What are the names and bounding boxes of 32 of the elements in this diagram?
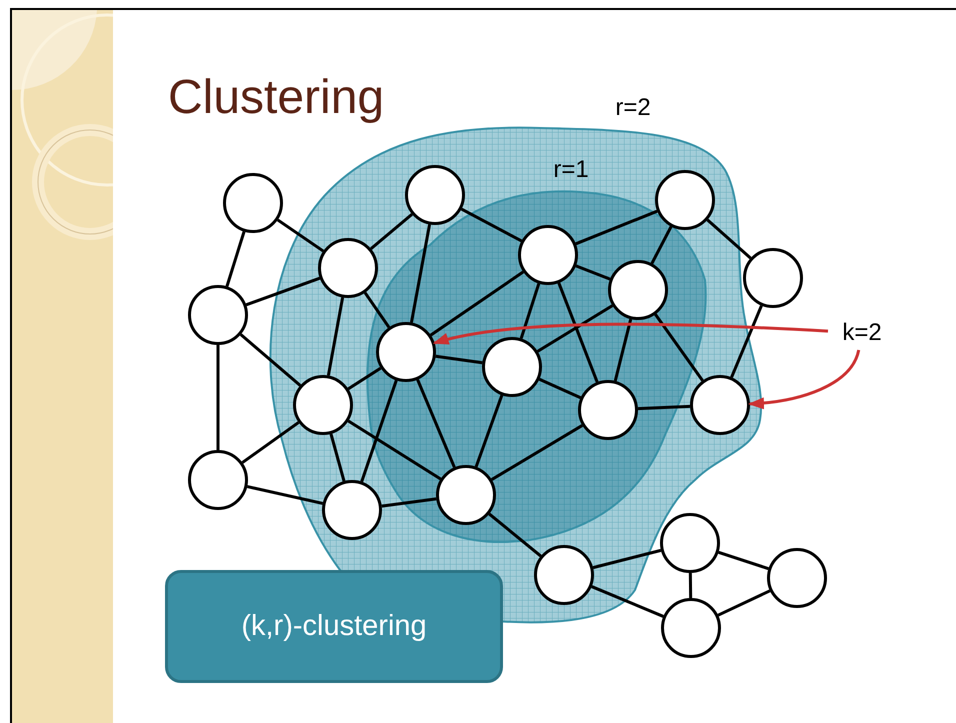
connector-line xyxy=(242,421,300,464)
annotation-label: k=2 xyxy=(828,316,896,350)
connector-line xyxy=(490,424,584,481)
connector-line xyxy=(536,304,614,353)
curved-arrow xyxy=(748,350,860,409)
connector-line xyxy=(360,380,398,482)
connector-line xyxy=(520,283,540,339)
connector-line xyxy=(460,208,522,242)
connector-line xyxy=(688,572,692,598)
connector-line xyxy=(718,550,769,570)
connector-line xyxy=(246,485,324,505)
connector-line xyxy=(430,270,524,336)
connector-line xyxy=(226,231,246,287)
connector-line xyxy=(348,420,442,480)
connector-line xyxy=(216,345,220,450)
connector-line xyxy=(474,394,504,468)
connector-line xyxy=(654,314,704,382)
connector-line xyxy=(638,404,690,410)
connector-line xyxy=(488,512,542,558)
curved-arrow xyxy=(432,322,828,346)
connector-line xyxy=(382,497,436,508)
term-callout: (k,r)-clustering xyxy=(165,570,503,683)
connector-line xyxy=(330,434,346,482)
radius-label: r=1 xyxy=(553,158,589,182)
connector-line xyxy=(410,224,432,323)
connector-line xyxy=(436,354,482,364)
connector-line xyxy=(614,318,632,382)
connector-line xyxy=(326,297,344,376)
radius-label: r=2 xyxy=(615,96,651,120)
connector-line xyxy=(347,366,382,390)
connector-line xyxy=(592,548,662,570)
slide-title: Clustering xyxy=(168,70,384,126)
